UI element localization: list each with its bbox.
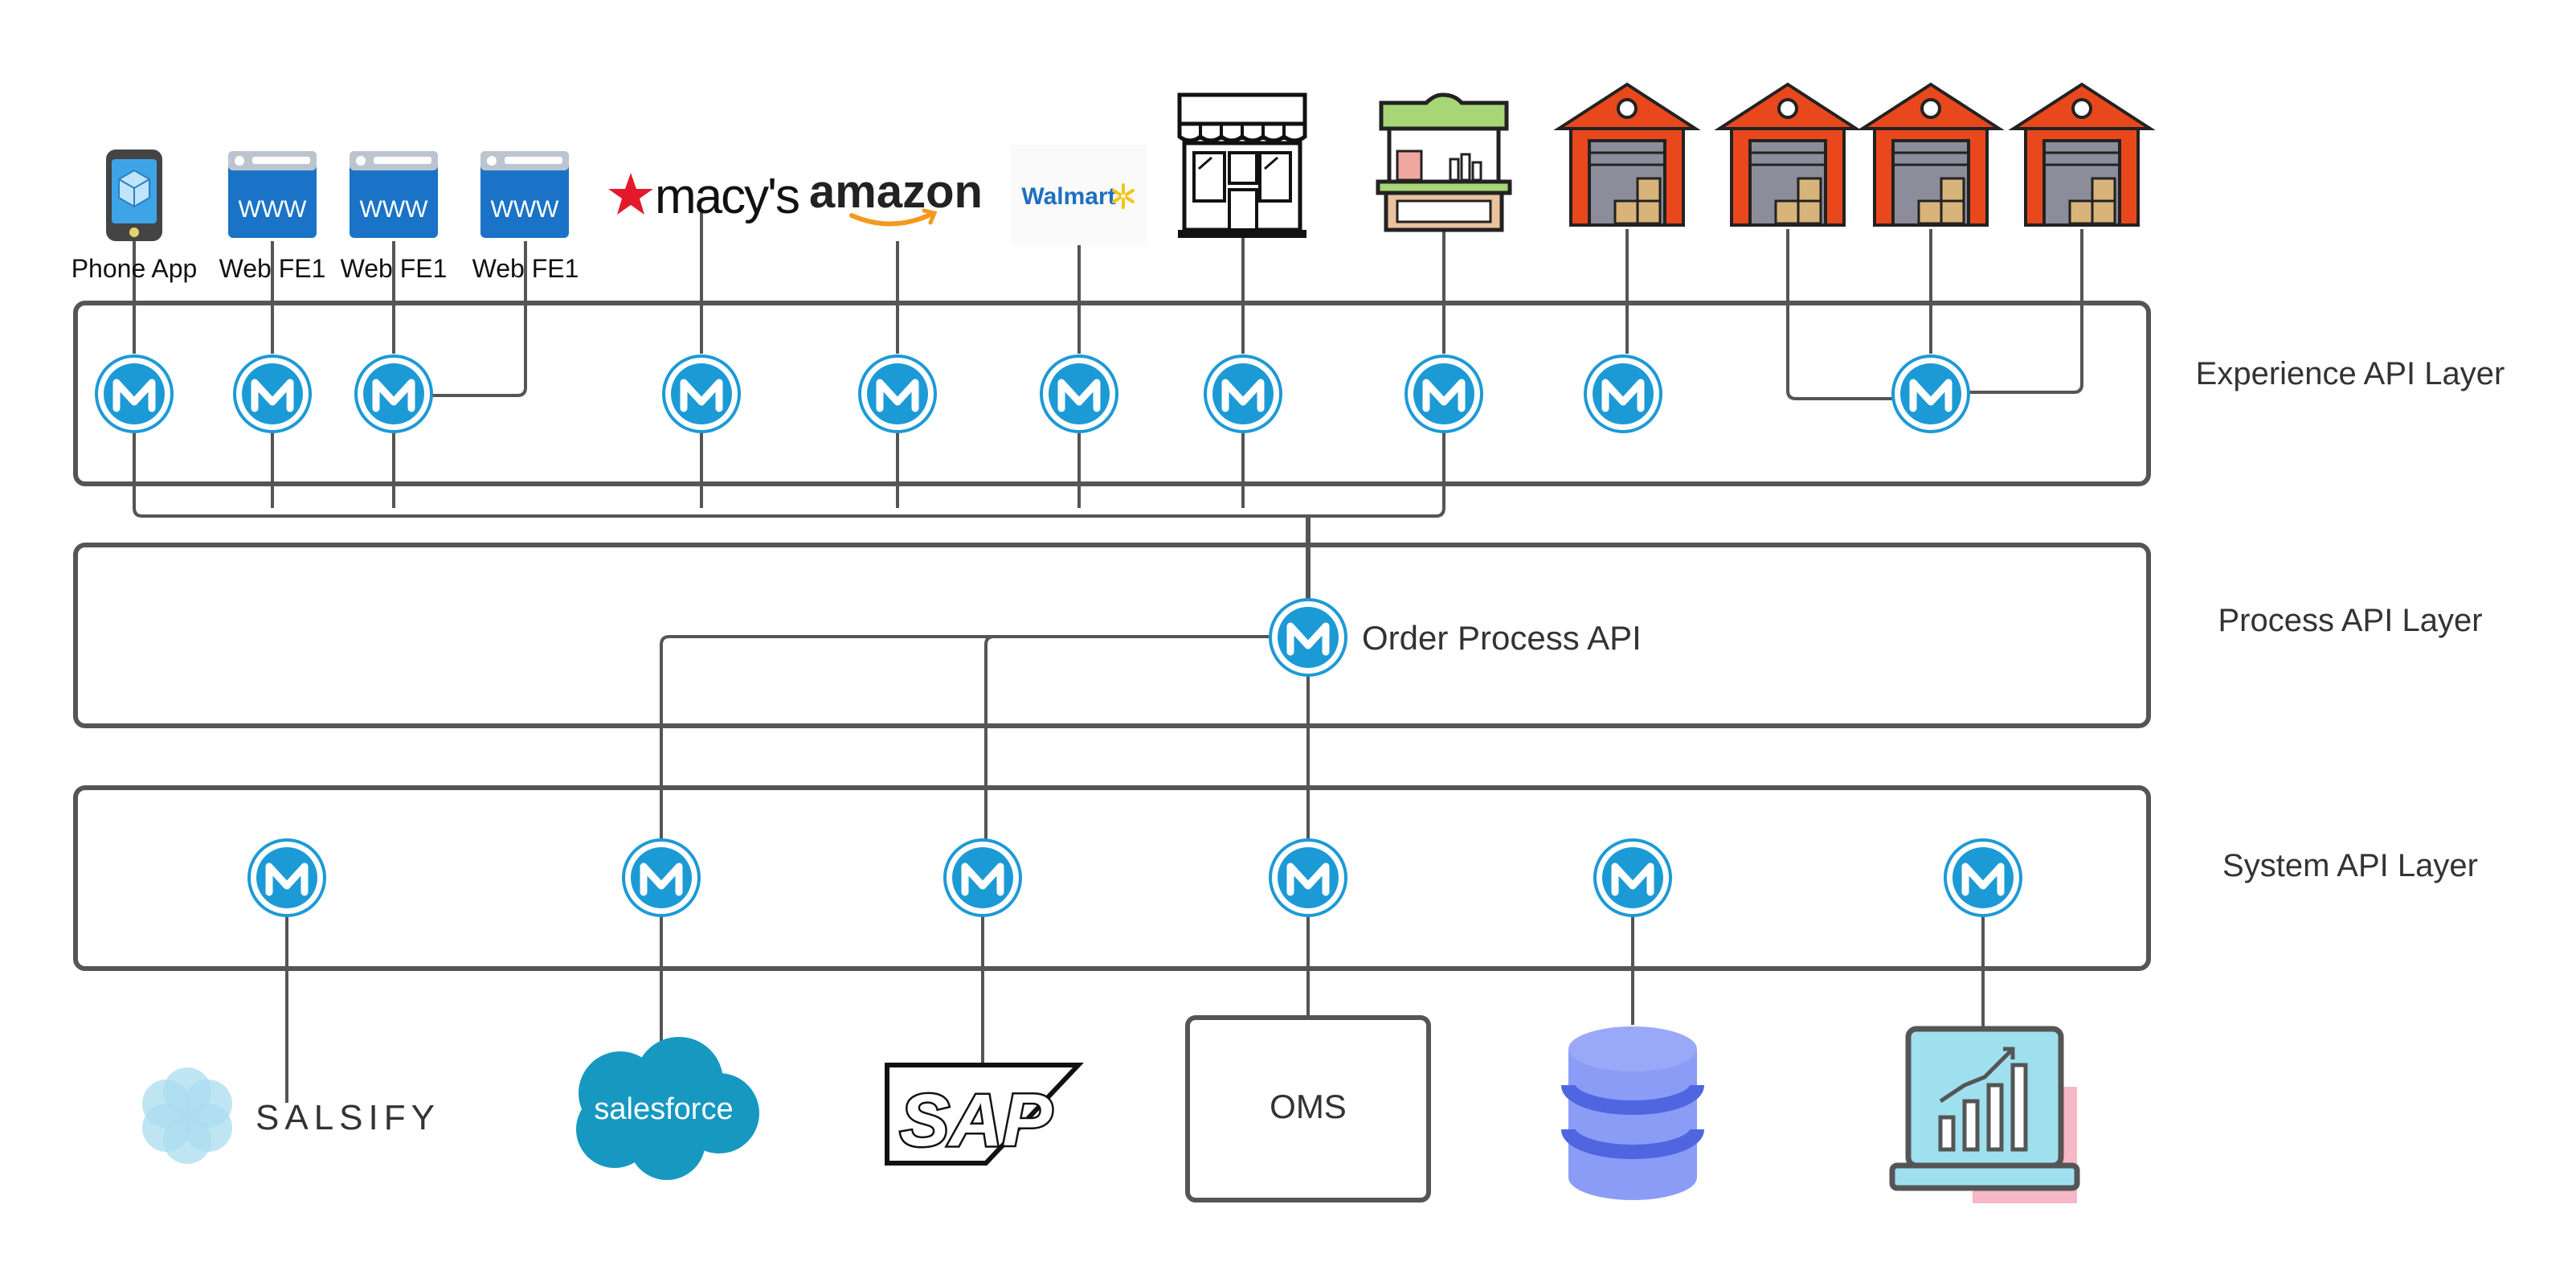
web-fe1-label: Web FE1 [341,254,448,283]
phone-app-icon [106,150,162,241]
experience-api-phone[interactable] [96,356,172,432]
system-api-database[interactable] [1595,840,1670,916]
experience-api-macys[interactable] [664,356,739,432]
warehouse-icon [1861,83,2001,227]
system-layer-label: System API Layer [2222,848,2478,883]
experience-layer-label: Experience API Layer [2196,356,2505,391]
web-fe1-label: Web FE1 [219,254,326,283]
svg-text:amazon: amazon [809,166,983,218]
process-layer-label: Process API Layer [2218,603,2482,638]
svg-text:SALSIFY: SALSIFY [256,1098,440,1137]
svg-text:WWW: WWW [360,196,429,223]
experience-api-web-2[interactable] [356,356,431,432]
svg-text:WWW: WWW [491,196,560,223]
experience-api-web-1[interactable] [235,356,310,432]
system-layer-box [73,785,2151,971]
svg-text:OMS: OMS [1270,1088,1347,1125]
experience-api-warehouse-1[interactable] [1585,356,1661,432]
oms-box: OMS [1185,1015,1431,1202]
svg-text:macy's: macy's [655,169,799,224]
experience-api-walmart[interactable] [1041,356,1117,432]
order-process-api-label: Order Process API [1362,619,1642,657]
salsify-logo: SALSIFY [142,1067,440,1164]
experience-api-storefront[interactable] [1205,356,1281,432]
system-api-oms[interactable] [1270,840,1346,916]
warehouse-icon [1718,83,1858,227]
warehouse-icon [2012,83,2152,227]
svg-text:WWW: WWW [239,196,308,223]
experience-api-amazon[interactable] [860,356,935,432]
svg-text:salesforce: salesforce [594,1092,733,1126]
sap-logo: SAP [885,1063,1084,1166]
experience-api-warehouses[interactable] [1893,356,1969,432]
amazon-logo: amazon [809,166,983,227]
web-fe1-label: Web FE1 [472,254,579,283]
web-browser-icon: WWW [350,151,438,238]
web-browser-icon: WWW [480,151,569,238]
macys-logo: macy's [608,169,800,224]
walmart-logo: Walmart [1011,145,1147,245]
web-browser-icon: WWW [228,151,317,238]
system-api-sap[interactable] [945,840,1020,916]
phone-app-label: Phone App [72,254,198,283]
process-layer-box [73,543,2151,728]
experience-layer-box [73,301,2151,486]
analytics-laptop-icon [1889,1026,2080,1203]
system-api-salesforce[interactable] [624,840,699,916]
salesforce-logo: salesforce [576,1037,759,1180]
storefront-icon [1177,92,1307,238]
warehouse-icon [1557,83,1697,227]
svg-text:SAP: SAP [900,1080,1053,1162]
system-api-analytics[interactable] [1945,840,2021,916]
order-process-api-node[interactable] [1270,600,1346,675]
system-api-salsify[interactable] [249,840,325,916]
kiosk-icon [1376,92,1512,232]
experience-api-kiosk[interactable] [1406,356,1482,432]
svg-text:Walmart: Walmart [1021,183,1115,210]
database-icon [1561,1026,1704,1200]
connectors [133,209,2083,1103]
